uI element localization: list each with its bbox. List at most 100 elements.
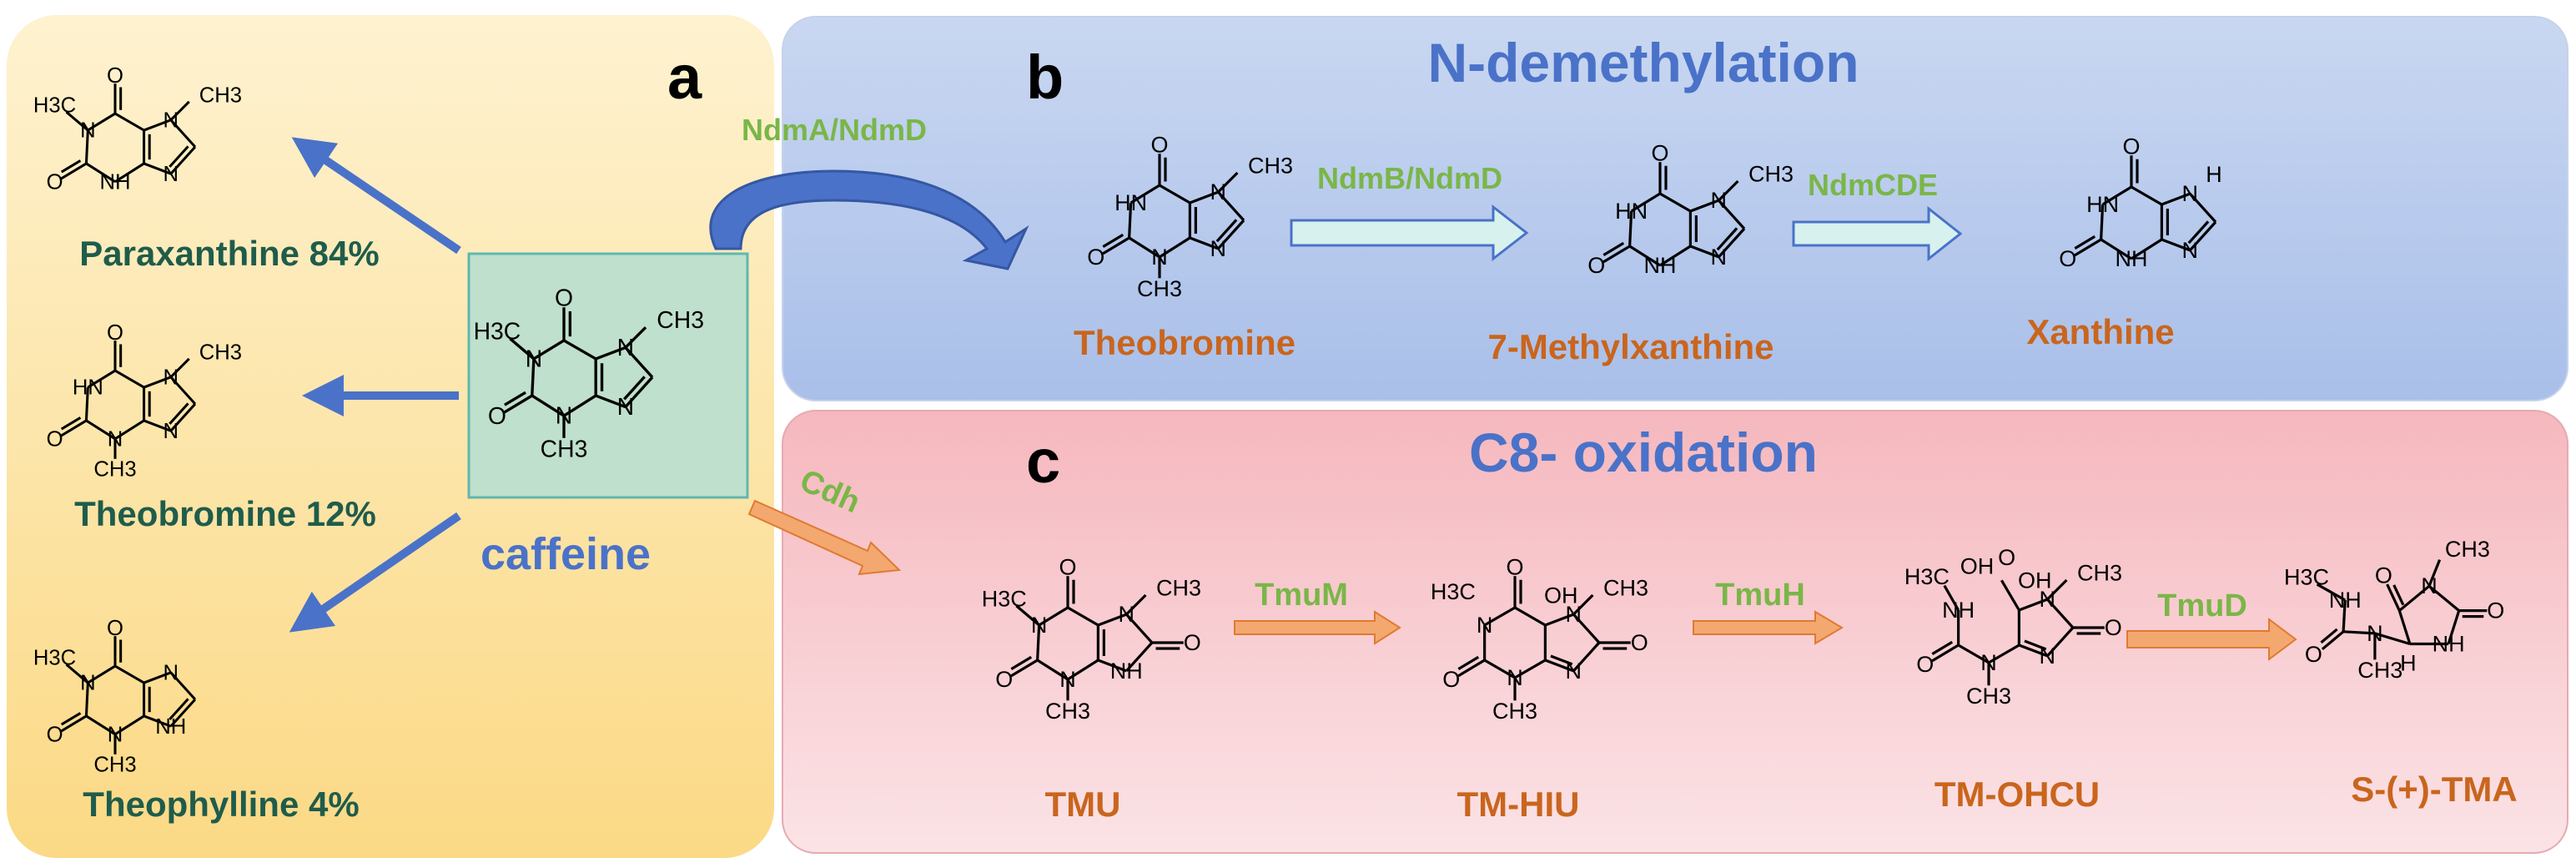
- bond: [1067, 606, 1099, 627]
- atom-o-acid: O: [1998, 545, 2015, 570]
- methyl-n7: [1125, 593, 1147, 616]
- bond: [143, 419, 172, 432]
- bond: [1130, 184, 1160, 204]
- bond: [1189, 190, 1219, 204]
- atom-n9: N: [1210, 236, 1227, 261]
- atom-o6: O: [2122, 134, 2140, 159]
- bond: [143, 119, 172, 132]
- carbonyl-o2: [1010, 659, 1039, 678]
- tmu-label: TMU: [1045, 785, 1121, 824]
- methyl-n7-label: CH3: [2077, 561, 2122, 586]
- carbonyl-o2: [1602, 245, 1631, 264]
- methyl-n1: [1943, 584, 1960, 611]
- double-bond: [2024, 639, 2047, 651]
- atom-o6: O: [107, 321, 123, 345]
- double-bond: [1010, 655, 1033, 671]
- bond: [2428, 584, 2460, 612]
- methyl-n1: [1015, 604, 1040, 627]
- methyl-n7-label: CH3: [1248, 154, 1293, 179]
- double-bond: [622, 376, 646, 401]
- bond: [87, 112, 116, 132]
- carboxyl-c: [2000, 579, 2020, 611]
- methyl-n7-label: CH3: [199, 341, 242, 364]
- bond: [1628, 210, 1633, 247]
- tmu-structure: OONNNNHOH3CCH3CH3: [982, 555, 1201, 724]
- atom-h7: H: [2206, 162, 2222, 187]
- atom-o2: O: [47, 723, 63, 746]
- atom-n1: N: [526, 346, 542, 372]
- panel-c-title: C8- oxidation: [1469, 421, 1818, 483]
- bond: [143, 376, 172, 389]
- atom-n7: N: [164, 108, 179, 132]
- bond: [1217, 191, 1245, 222]
- methyl-n7: [624, 326, 647, 349]
- bond: [1128, 202, 1133, 239]
- bond: [624, 376, 654, 408]
- atom-o-urea: O: [2305, 642, 2322, 667]
- double-bond: [169, 402, 189, 425]
- bond: [1036, 624, 1041, 661]
- double-bond: [169, 145, 189, 168]
- bond: [84, 129, 89, 164]
- bond: [84, 682, 89, 717]
- tm-hiu-structure: OOONNNNOHH3CCH3CH3: [1431, 555, 1648, 724]
- atom-o5: O: [2375, 563, 2392, 588]
- double-bond: [2074, 235, 2096, 250]
- arrow-to-theophylline: [289, 512, 461, 633]
- methyl-n3-label: CH3: [1137, 276, 1182, 301]
- arrow-tmud: [2126, 618, 2297, 661]
- atom-o2: O: [488, 403, 506, 430]
- atom-o6: O: [1651, 141, 1668, 166]
- bond: [563, 339, 597, 361]
- bond: [1572, 613, 1601, 644]
- enzyme-tmum: TmuM: [1255, 578, 1348, 613]
- double-bond: [60, 416, 82, 431]
- methyl-n-label: CH3: [2357, 658, 2402, 683]
- double-bond: [2320, 628, 2338, 644]
- bond: [143, 671, 172, 684]
- atom-o8: O: [2105, 615, 2122, 640]
- atom-n9: N: [164, 420, 179, 443]
- atom-n9: NH: [155, 715, 186, 739]
- bond: [624, 346, 654, 379]
- bond: [169, 119, 197, 149]
- panel-b-title: N-demethylation: [1427, 32, 1859, 93]
- panel-a-background: [7, 15, 774, 858]
- bond: [1988, 643, 2020, 664]
- panel-c-background: [782, 410, 2568, 854]
- methyl-n7: [169, 100, 190, 121]
- enzyme-ndma-ndmd: NdmA/NdmD: [742, 113, 927, 147]
- atom-o2: O: [1587, 253, 1605, 278]
- panel-letter-c: c: [1026, 426, 1060, 496]
- bond: [1957, 643, 1990, 664]
- methyl-n1: [65, 110, 89, 132]
- double-bond: [60, 712, 82, 726]
- bond: [1038, 606, 1069, 627]
- bond: [85, 162, 116, 184]
- atom-n7: N: [617, 335, 634, 361]
- tm-ohcu-structure: OHOOONHNNNOHH3CCH3CH3: [1904, 545, 2122, 709]
- panel-letter-a: a: [667, 43, 702, 112]
- panel-b-background: [782, 16, 2568, 401]
- bond: [114, 664, 145, 684]
- bond: [114, 112, 145, 132]
- caffeine-structure: OONNNNH3CCH3CH3: [474, 285, 704, 463]
- double-bond: [504, 391, 526, 406]
- bond: [85, 714, 116, 736]
- bond: [1718, 199, 1746, 230]
- double-bond: [1602, 241, 1625, 257]
- bond: [1689, 199, 1719, 213]
- methyl-n1-label: H3C: [33, 647, 76, 670]
- arrow-tmuh: [1693, 610, 1844, 645]
- methyl-n3-label: CH3: [1045, 699, 1090, 724]
- bond: [2046, 626, 2075, 657]
- bond: [1718, 227, 1746, 258]
- bond: [1189, 236, 1219, 250]
- atom-o6: O: [1506, 555, 1523, 580]
- methyl-n1: [2428, 559, 2442, 587]
- atom-o6: O: [1059, 555, 1076, 580]
